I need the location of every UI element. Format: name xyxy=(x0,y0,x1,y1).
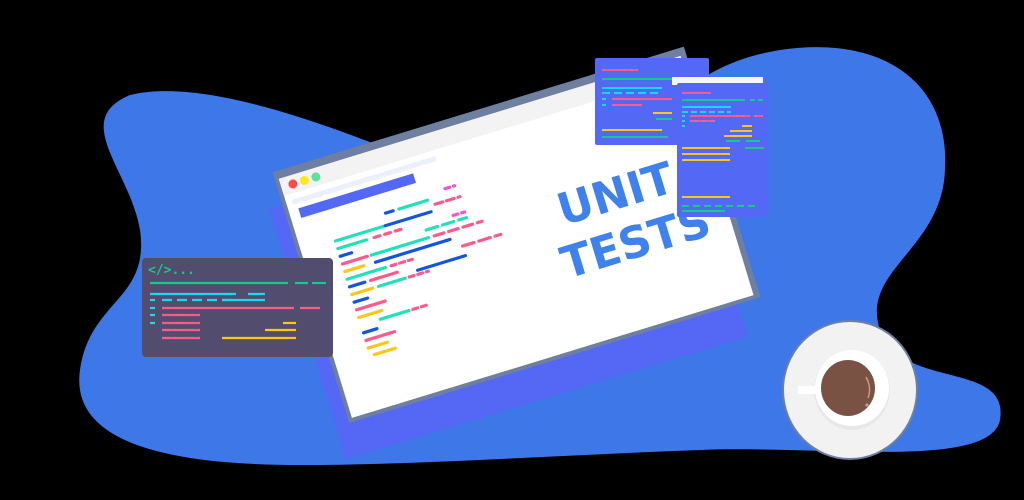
browser-title-bar xyxy=(278,56,686,197)
coffee-cup xyxy=(782,320,918,460)
page-heading-bar xyxy=(298,173,417,218)
code-panel-front-lines xyxy=(682,92,765,212)
terminal-window: </>... xyxy=(142,258,333,357)
cup-handle xyxy=(798,386,818,394)
window-close-dot xyxy=(288,179,298,189)
terminal-prompt: </>... xyxy=(148,263,195,278)
coffee-surface xyxy=(821,360,875,416)
terminal-code-lines xyxy=(150,281,326,340)
code-panel-front xyxy=(672,77,769,217)
code-lines xyxy=(333,184,503,357)
coffee-highlight xyxy=(865,376,871,399)
window-minimize-dot xyxy=(299,175,309,185)
window-maximize-dot xyxy=(311,172,321,182)
code-panel-front-top xyxy=(672,77,763,85)
coffee-highlight-dot xyxy=(865,403,869,407)
address-bar xyxy=(291,156,437,205)
